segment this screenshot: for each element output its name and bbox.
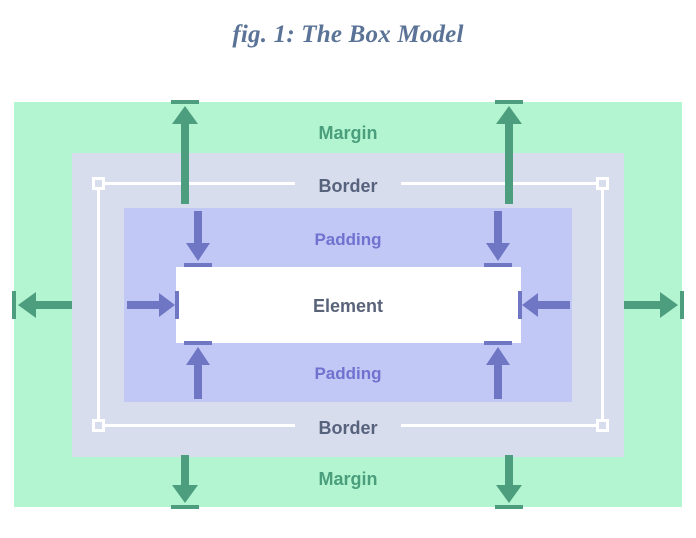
figure-title: fig. 1: The Box Model: [232, 21, 464, 48]
element-region: [176, 267, 521, 343]
border-handle-top-left-icon[interactable]: [92, 177, 105, 190]
margin-label-bottom: Margin: [318, 469, 378, 489]
border-handle-top-right-icon[interactable]: [596, 177, 609, 190]
border-handle-bottom-right-icon[interactable]: [596, 419, 609, 432]
padding-arrow-down-top-left-icon: [184, 211, 212, 267]
padding-arrow-up-bottom-left-icon: [184, 341, 212, 399]
padding-label-bottom: Padding: [314, 364, 382, 383]
margin-arrow-up-top-right-icon: [495, 100, 523, 204]
padding-arrow-down-top-right-icon: [484, 211, 512, 267]
margin-arrow-down-bottom-right-icon: [495, 455, 523, 509]
border-label-top: Border: [318, 176, 378, 196]
border-label-backdrop-bottom: [295, 416, 401, 438]
border-handle-bottom-left-icon[interactable]: [92, 419, 105, 432]
padding-label-top: Padding: [314, 230, 382, 249]
border-label-backdrop-top: [295, 174, 401, 196]
border-label-bottom: Border: [318, 418, 378, 438]
border-rule-left: [97, 182, 100, 427]
margin-arrow-right-icon: [624, 291, 684, 319]
margin-arrow-up-top-left-icon: [171, 100, 199, 204]
margin-arrow-down-bottom-left-icon: [171, 455, 199, 509]
margin-arrow-left-icon: [12, 291, 72, 319]
padding-arrow-left-icon: [518, 291, 570, 319]
border-rule-right: [601, 182, 604, 427]
element-label: Element: [312, 296, 384, 316]
padding-arrow-right-icon: [127, 291, 179, 319]
padding-arrow-up-bottom-right-icon: [484, 341, 512, 399]
margin-label-top: Margin: [318, 123, 378, 143]
